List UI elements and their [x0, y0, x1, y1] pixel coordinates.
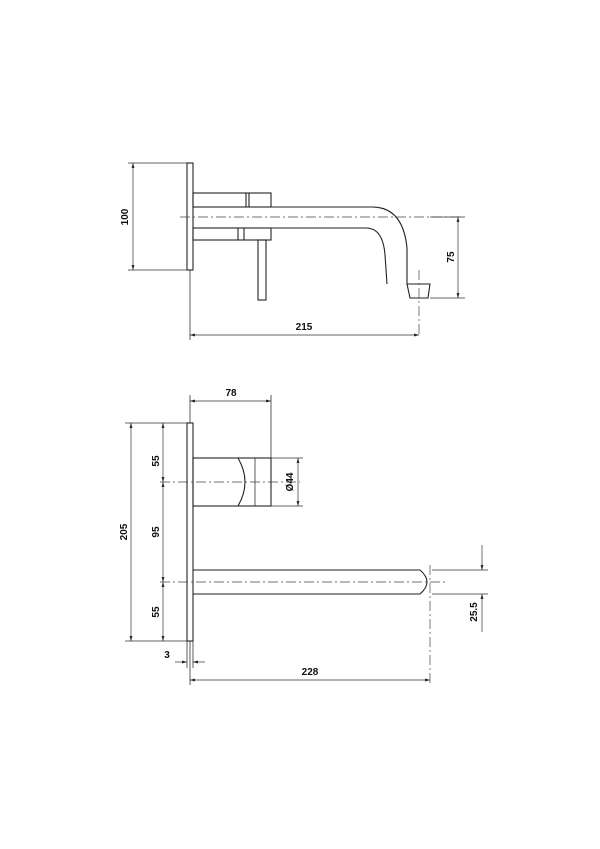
dim-lower-offset-label: 55: [151, 606, 162, 618]
side-spout-outlet: [406, 283, 431, 299]
dim-spout-length-label: 228: [302, 667, 319, 678]
dim-height-label: 100: [120, 208, 131, 225]
side-wall-plate: [186, 162, 194, 271]
side-lever: [257, 239, 267, 301]
top-view: 78 205 55 95 55 Ø44 3 228 25.5: [119, 388, 488, 685]
dim-spout-width-label: 25.5: [469, 602, 480, 622]
dim-projection-label: 215: [296, 322, 313, 333]
dim-body-depth-label: 78: [225, 388, 237, 399]
dim-overall-height-label: 205: [119, 523, 130, 540]
dim-plate-thickness-label: 3: [164, 650, 170, 661]
dim-drop-label: 75: [446, 251, 457, 263]
dim-lever-diameter-label: Ø44: [285, 472, 296, 491]
side-connector: [192, 227, 272, 241]
top-wall-plate: [186, 422, 194, 642]
side-body: [192, 192, 272, 208]
dim-upper-offset-label: 55: [151, 455, 162, 467]
dim-center-distance-label: 95: [151, 526, 162, 538]
side-view: 100 75 215: [120, 162, 465, 340]
side-spout: [193, 206, 408, 285]
